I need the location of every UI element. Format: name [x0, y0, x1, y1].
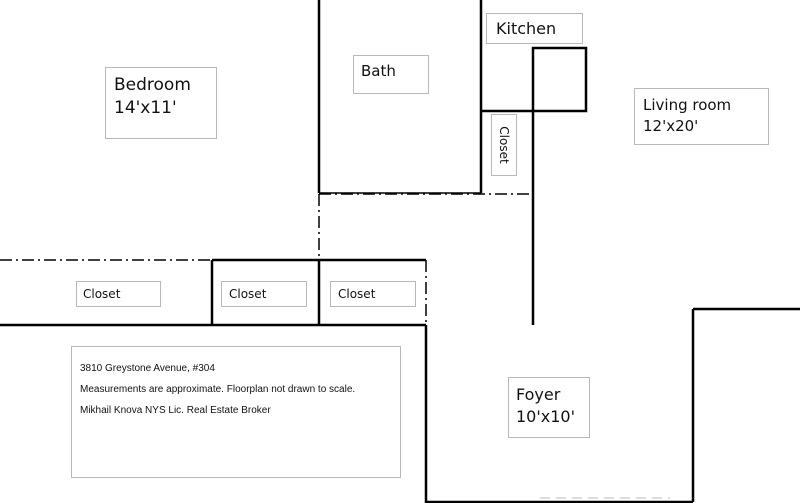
bedroom-size: 14'x11' [114, 98, 177, 118]
label-closet-vertical: Closet [491, 114, 517, 176]
closet-3-name: Closet [338, 287, 376, 301]
living-room-size: 12'x20' [643, 117, 699, 135]
closet-vertical-name: Closet [497, 126, 511, 164]
label-closet-2: Closet [221, 281, 307, 307]
foyer-size: 10'x10' [516, 407, 575, 426]
label-bath: Bath [353, 55, 429, 94]
closet-2-name: Closet [229, 287, 267, 301]
label-living-room: Living room 12'x20' [634, 88, 769, 145]
label-closet-1: Closet [76, 281, 161, 307]
bedroom-name: Bedroom [114, 75, 191, 95]
broker-title: NYS Lic. Real Estate Broker [145, 405, 271, 416]
listing-info-box: 3810 Greystone Avenue, #304 Measurements… [71, 346, 401, 478]
foyer-name: Foyer [516, 385, 561, 404]
closet-1-name: Closet [83, 287, 121, 301]
listing-address: 3810 Greystone Avenue, #304 [80, 363, 215, 374]
kitchen-name: Kitchen [496, 19, 557, 38]
broker-name: Mikhail Knova [80, 405, 143, 416]
bath-name: Bath [361, 62, 396, 80]
kitchen-appliance [531, 46, 588, 113]
label-kitchen: Kitchen [486, 13, 583, 44]
label-foyer: Foyer 10'x10' [508, 377, 590, 438]
disclaimer-measurements: Measurements are approximate. [80, 384, 224, 395]
label-bedroom: Bedroom 14'x11' [105, 67, 217, 139]
disclaimer-scale: Floorplan not drawn to scale. [226, 384, 356, 395]
label-closet-3: Closet [330, 281, 416, 307]
living-room-name: Living room [643, 96, 732, 114]
